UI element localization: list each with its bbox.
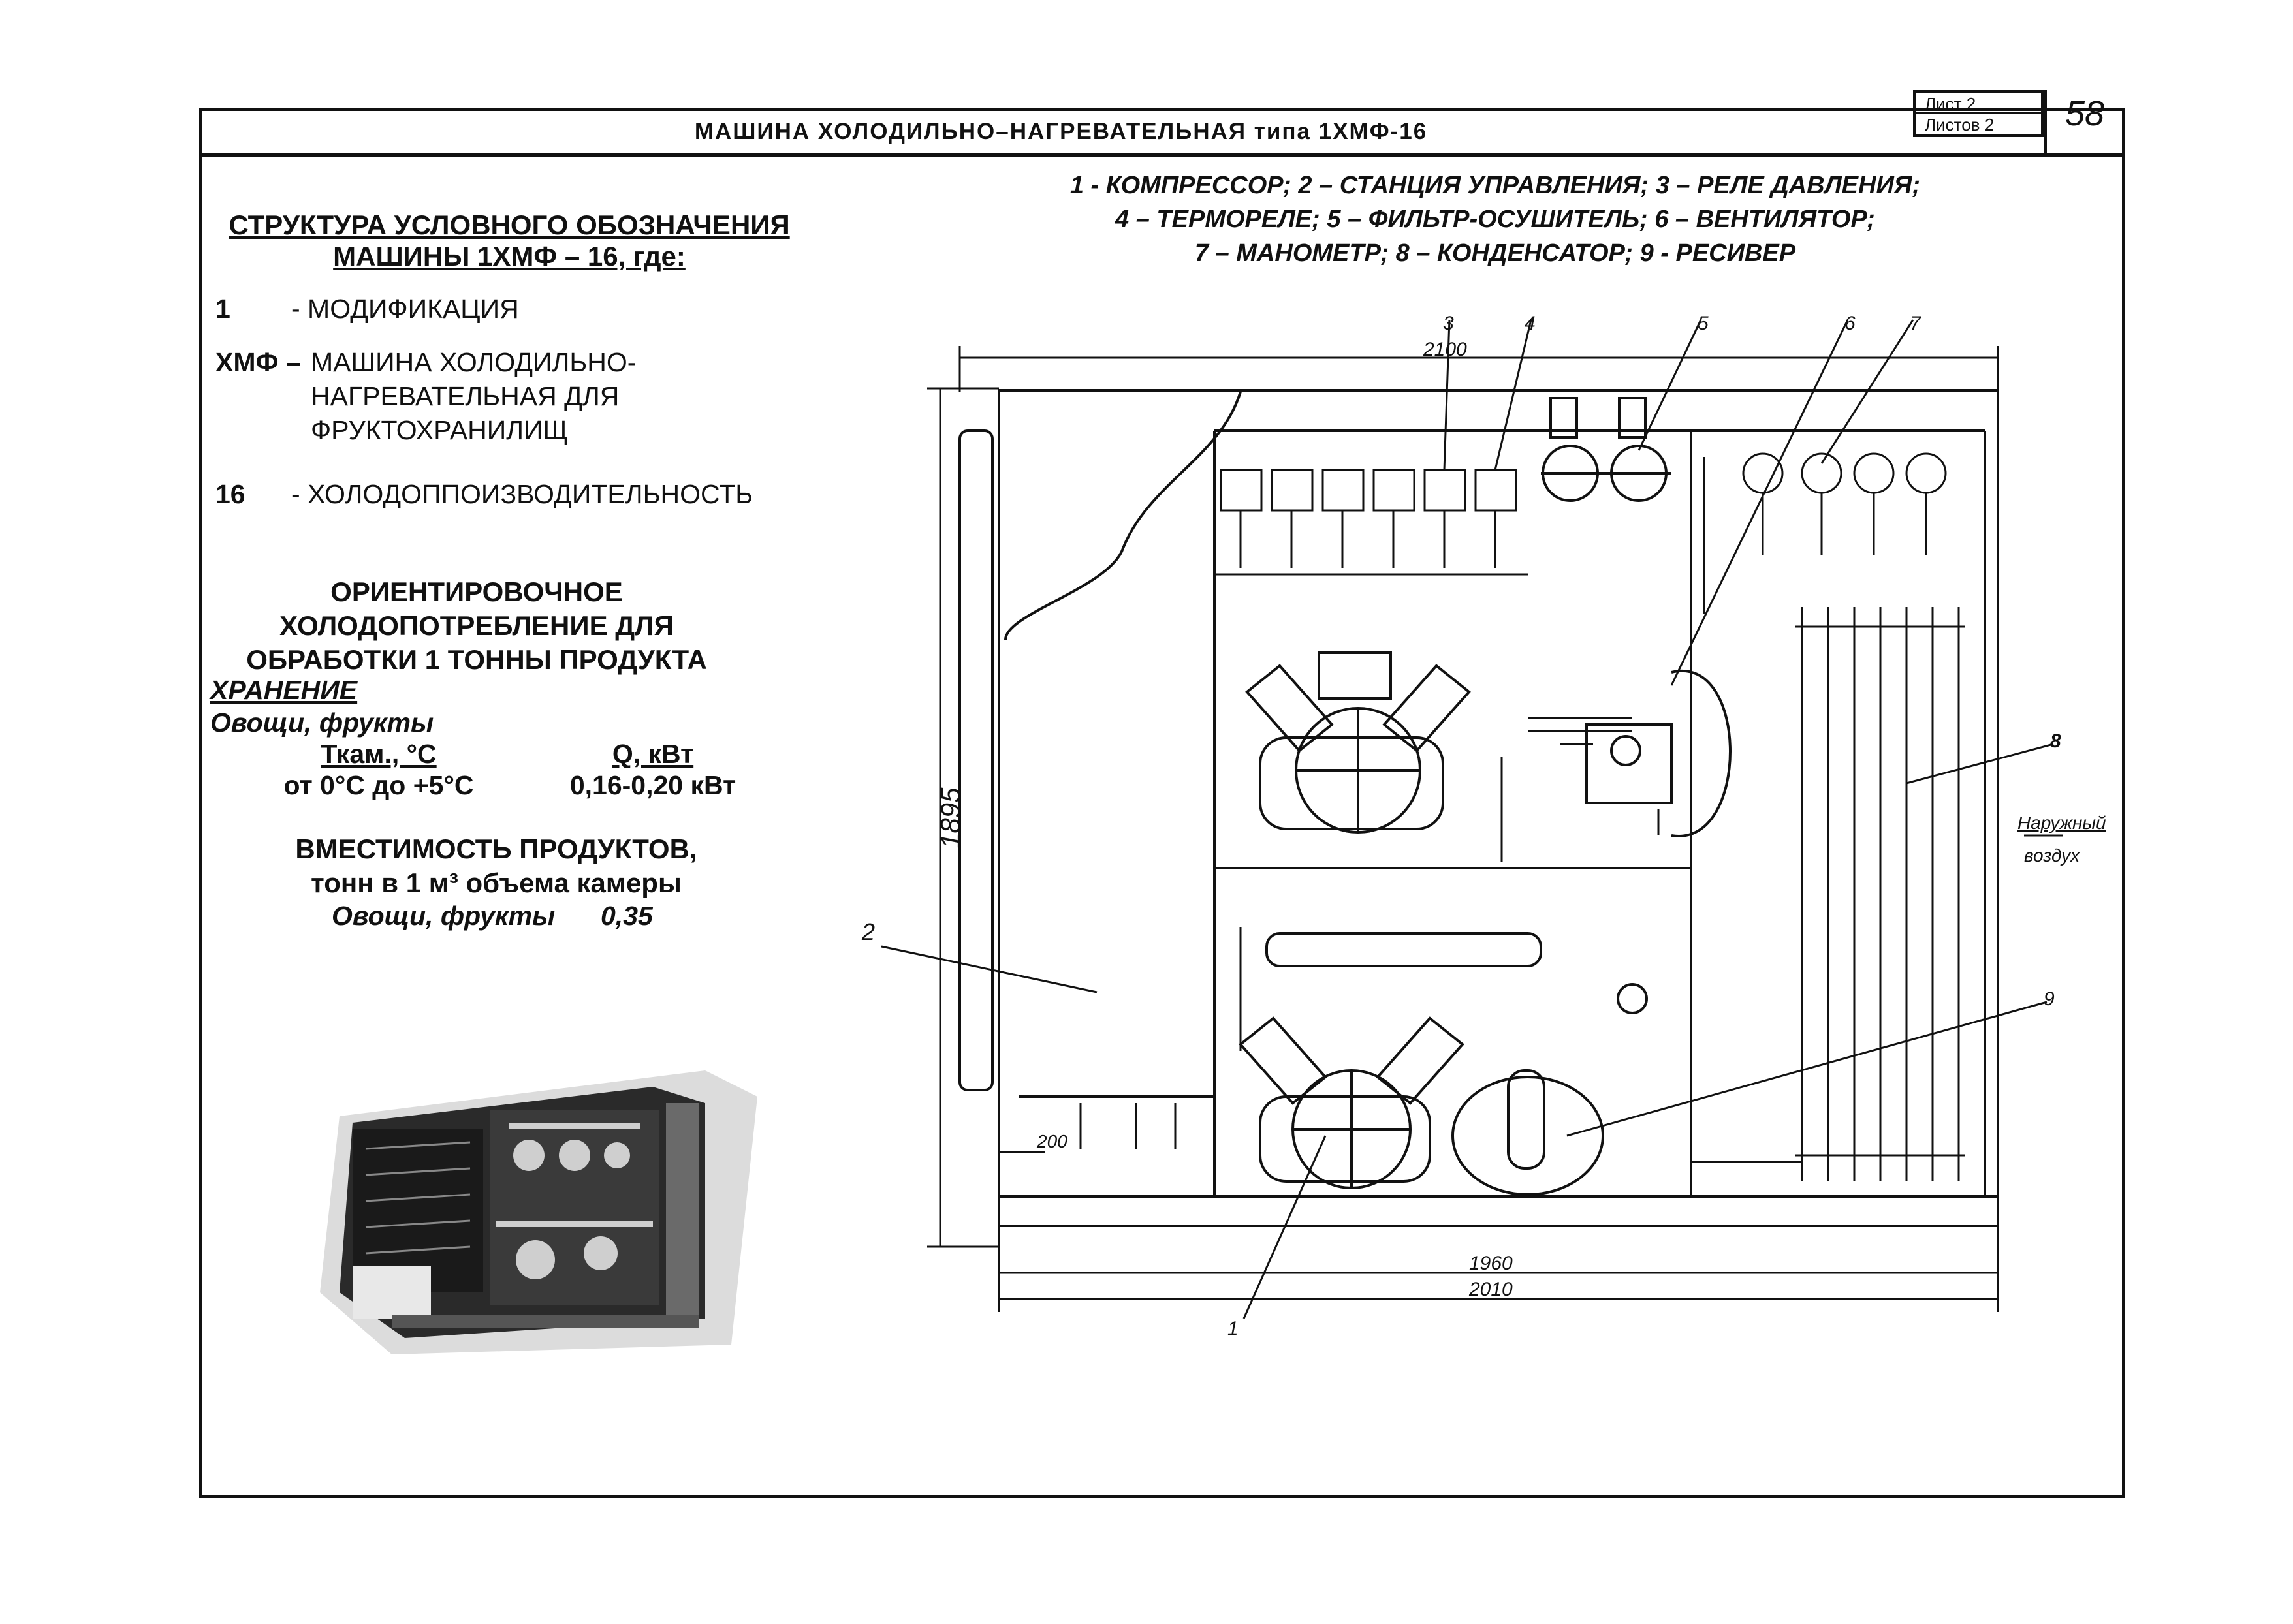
dimension-bottom-outer-label: 2010 (1468, 1279, 1513, 1300)
fan (1560, 669, 1732, 837)
sheet-title: МАШИНА ХОЛОДИЛЬНО–НАГРЕВАТЕЛЬНАЯ типа 1Х… (694, 119, 1428, 144)
callout-4: 4 (1525, 313, 1536, 334)
page-number-separator (2044, 90, 2047, 157)
capacity-value: 0,35 (601, 901, 653, 931)
machine-photo (320, 1070, 757, 1354)
capacity-product: Овощи, фрукты (332, 901, 556, 931)
consumption-heading-line2: ХОЛОДОПОТРЕБЛЕНИЕ ДЛЯ (279, 610, 674, 641)
storage-label: ХРАНЕНИЕ (210, 675, 358, 705)
capacity-heading-line1: ВМЕСТИМОСТЬ ПРОДУКТОВ, (295, 834, 697, 864)
temperature-value: от 0°С до +5°С (283, 770, 474, 800)
title-bar (199, 108, 2125, 157)
drawing-sheet-frame (199, 108, 2125, 1498)
callout-8: 8 (2050, 730, 2061, 752)
legend-line1: 1 - КОМПРЕССОР; 2 – СТАНЦИЯ УПРАВЛЕНИЯ; … (1069, 172, 1921, 199)
callout-7: 7 (1910, 313, 1921, 334)
pressure-relays (1214, 469, 1528, 576)
dimension-small-label: 200 (1036, 1131, 1067, 1151)
callout-3: 3 (1443, 313, 1454, 334)
designation-code-2: ХМФ – (215, 347, 301, 377)
designation-text-3: - ХОЛОДОППОИЗВОДИТЕЛЬНОСТЬ (291, 479, 753, 509)
power-column-header: Q, кВт (612, 739, 694, 769)
piping (1079, 717, 1660, 1149)
air-label-line1: Наружный (2017, 813, 2106, 833)
callout-6: 6 (1844, 313, 1856, 334)
consumption-heading-line1: ОРИЕНТИРОВОЧНОЕ (330, 576, 623, 607)
callout-1: 1 (1227, 1318, 1239, 1339)
consumption-product: Овощи, фрукты (210, 708, 434, 738)
lower-compressor (1239, 932, 1542, 1189)
manometers (1703, 452, 1947, 614)
dimension-bottom-inner-label: 1960 (1469, 1253, 1513, 1274)
components-legend: 1 - КОМПРЕССОР; 2 – СТАНЦИЯ УПРАВЛЕНИЯ; … (914, 168, 2076, 270)
legend-line2: 4 – ТЕРМОРЕЛЕ; 5 – ФИЛЬТР-ОСУШИТЕЛЬ; 6 –… (1115, 206, 1875, 233)
designation-code-3: 16 (215, 479, 245, 509)
designation-text-2a: МАШИНА ХОЛОДИЛЬНО- (311, 347, 637, 377)
condenser (1691, 607, 1965, 1181)
receiver (1451, 983, 1648, 1196)
machine-housing (958, 389, 1999, 1227)
legend-line3: 7 – МАНОМЕТР; 8 – КОНДЕНСАТОР; 9 - РЕСИВ… (1194, 240, 1796, 267)
power-value: 0,16-0,20 кВт (569, 770, 736, 800)
dimension-top-label: 2100 (1423, 339, 1467, 360)
sheets-total-label: Листов 2 (1925, 115, 1995, 134)
callout-2: 2 (861, 918, 875, 945)
temperature-column-header: Ткам., °С (321, 739, 437, 769)
designation-code-1: 1 (215, 294, 230, 324)
upper-compressor (1245, 651, 1471, 834)
page-number: 58 (2064, 94, 2105, 133)
callout-5: 5 (1698, 313, 1709, 334)
sheet-number-box: Лист 2 Листов 2 (1913, 90, 2044, 137)
capacity-heading-line2: тонн в 1 м³ объема камеры (311, 867, 682, 898)
designation-text-2b: НАГРЕВАТЕЛЬНАЯ ДЛЯ (311, 381, 620, 411)
dimension-lines (927, 346, 1999, 1312)
callout-leaders (881, 319, 2063, 1319)
filter-drier (1541, 397, 1671, 502)
designation-text-1: - МОДИФИКАЦИЯ (291, 294, 519, 324)
air-label-line2: воздух (2024, 845, 2080, 866)
designation-heading-line2: МАШИНЫ 1ХМФ – 16, где: (333, 241, 686, 272)
callout-9: 9 (2044, 988, 2055, 1010)
consumption-heading-line3: ОБРАБОТКИ 1 ТОННЫ ПРОДУКТА (246, 644, 707, 675)
designation-heading-line1: СТРУКТУРА УСЛОВНОГО ОБОЗНАЧЕНИЯ (229, 210, 790, 240)
sheet-label: Лист 2 (1916, 93, 2041, 114)
designation-text-2c: ФРУКТОХРАНИЛИЩ (311, 415, 568, 445)
